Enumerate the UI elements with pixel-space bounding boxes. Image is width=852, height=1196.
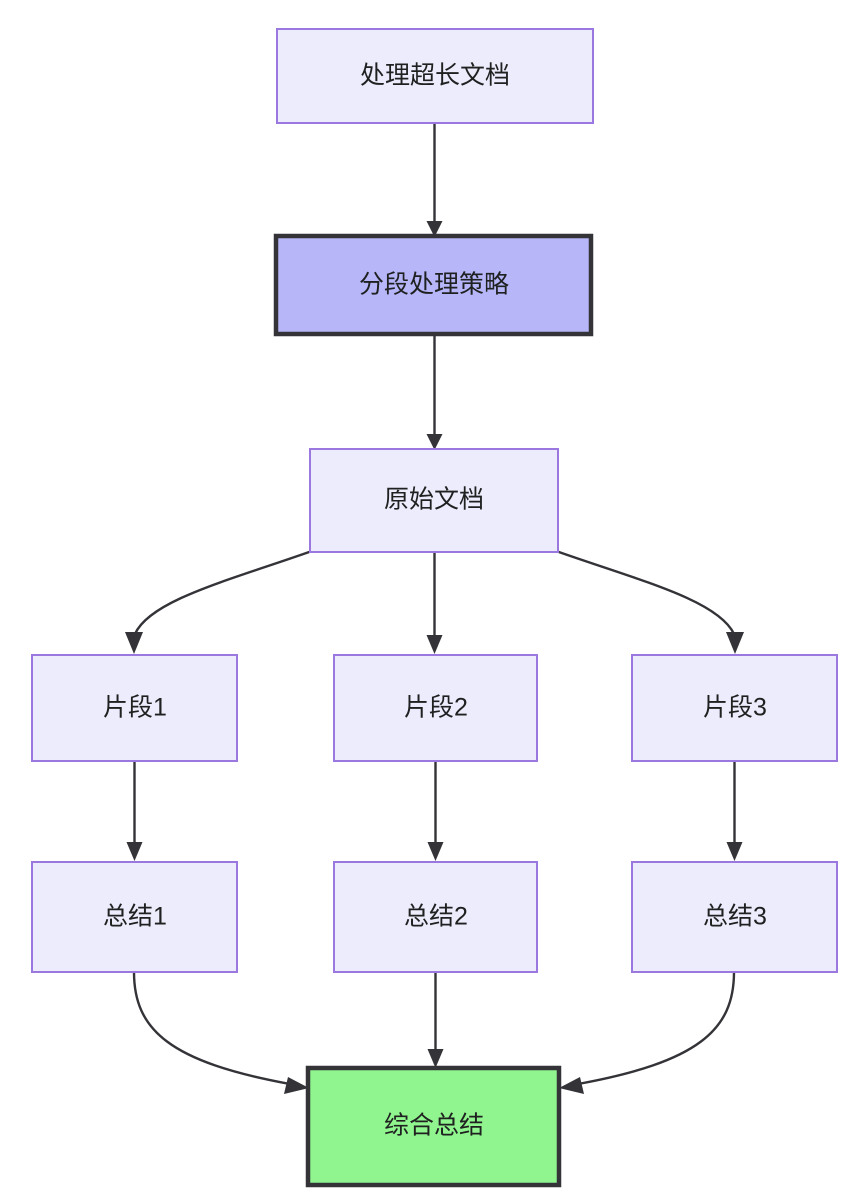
edge-n8-n10 [427,972,444,1068]
edge-n3-n6 [555,549,744,654]
edge-n6-n9 [726,761,743,861]
node-label: 总结3 [703,903,767,931]
node-label: 原始文档 [384,486,484,514]
node-comprehensive-summary[interactable]: 综合总结 [305,1065,562,1188]
node-segmented-processing-strategy[interactable]: 分段处理策略 [273,233,594,337]
edge-n7-n10 [132,971,309,1094]
node-chunk-long-document[interactable]: 处理超长文档 [276,28,594,124]
node-fragment-1[interactable]: 片段1 [31,654,238,762]
edge-layer [125,123,744,1094]
edge-n2-n3 [426,334,443,450]
edge-n5-n8 [427,761,444,861]
edge-n1-n2 [426,123,443,237]
node-label: 综合总结 [384,1112,484,1140]
node-fragment-2[interactable]: 片段2 [333,654,538,762]
edge-n3-n5 [426,552,443,654]
node-label: 总结1 [103,903,167,931]
node-layer: 处理超长文档 分段处理策略 原始文档 片段1 片段2 片段3 [31,28,838,1188]
node-summary-2[interactable]: 总结2 [333,861,538,973]
node-summary-1[interactable]: 总结1 [31,861,238,973]
node-summary-3[interactable]: 总结3 [631,861,838,973]
node-label: 片段2 [404,694,468,722]
node-fragment-3[interactable]: 片段3 [631,654,838,762]
node-label: 总结2 [404,903,468,931]
node-label: 处理超长文档 [360,62,510,90]
node-label: 片段1 [103,694,167,722]
node-label: 分段处理策略 [359,271,509,299]
edge-n3-n4 [125,549,313,654]
node-source-document[interactable]: 原始文档 [309,448,559,553]
edge-n4-n7 [126,761,143,861]
node-label: 片段3 [703,694,767,722]
edge-n9-n10 [559,971,736,1094]
